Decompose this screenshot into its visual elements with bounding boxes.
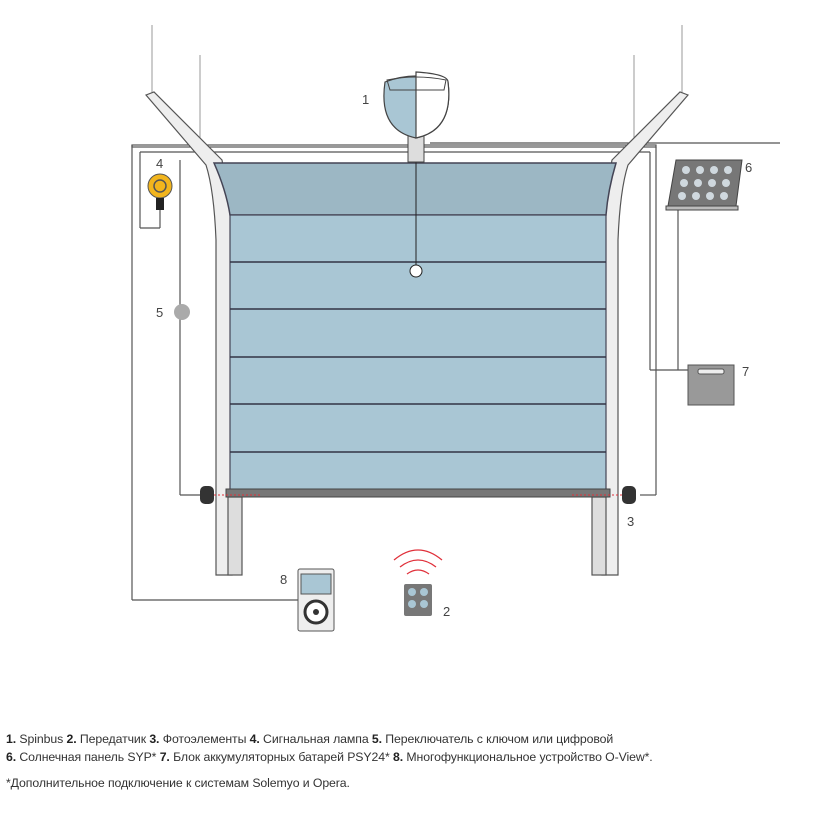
legend-num: 5. — [371, 732, 382, 746]
label-key-switch: 5 — [156, 305, 163, 320]
legend-num: 7. — [159, 750, 170, 764]
label-transmitter: 2 — [443, 604, 450, 619]
label-battery: 7 — [742, 364, 749, 379]
legend-text: Spinbus — [19, 732, 64, 746]
label-motor: 1 — [362, 92, 369, 107]
legend-text: Сигнальная лампа — [263, 732, 369, 746]
ceiling-hangers — [151, 25, 683, 150]
key-switch — [174, 304, 190, 320]
label-lamp: 4 — [156, 156, 163, 171]
legend-num: 1. — [6, 732, 17, 746]
oview-device — [297, 568, 335, 632]
photocells — [200, 486, 636, 504]
label-photocells: 3 — [627, 514, 634, 529]
battery-pack — [687, 364, 735, 406]
label-solar-panel: 6 — [745, 160, 752, 175]
legend-num: 6. — [6, 750, 17, 764]
legend-num: 3. — [149, 732, 160, 746]
remote-transmitter — [393, 549, 443, 616]
wiring — [131, 142, 780, 601]
legend-num: 8. — [393, 750, 404, 764]
legend-text: Передатчик — [79, 732, 146, 746]
legend-text: Солнечная панель SYP* — [19, 750, 157, 764]
legend-text: Многофункциональное устройство O-View*. — [406, 750, 653, 764]
garage-door-diagram: 1 2 3 4 5 6 7 8 — [131, 25, 780, 632]
label-oview: 8 — [280, 572, 287, 587]
solar-panel — [665, 159, 743, 211]
spinbus-motor — [383, 71, 450, 163]
garage-door — [212, 140, 618, 498]
legend-text: Переключатель с ключом или цифровой — [385, 732, 614, 746]
signal-lamp — [147, 173, 173, 210]
legend-line-2: 6. Солнечная панель SYP* 7. Блок аккумул… — [6, 748, 821, 766]
legend-text: Фотоэлементы — [162, 732, 247, 746]
legend: 1. Spinbus 2. Передатчик 3. Фотоэлементы… — [6, 730, 821, 792]
legend-num: 2. — [66, 732, 77, 746]
legend-note: *Дополнительное подключение к системам S… — [6, 776, 350, 790]
legend-line-1: 1. Spinbus 2. Передатчик 3. Фотоэлементы… — [6, 730, 821, 748]
legend-num: 4. — [249, 732, 260, 746]
legend-text: Блок аккумуляторных батарей PSY24* — [173, 750, 390, 764]
